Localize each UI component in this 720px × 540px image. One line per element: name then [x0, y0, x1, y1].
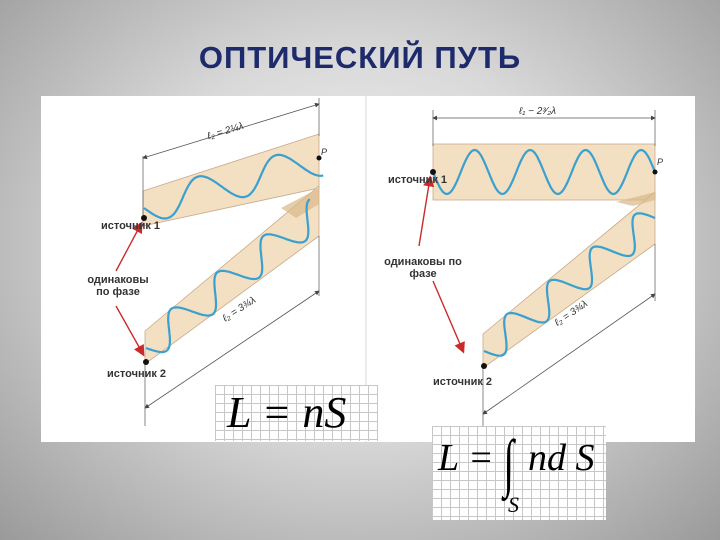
right-l2-dimension: [482, 293, 656, 415]
right-point-p: [652, 169, 658, 175]
formula-integral-sub: S: [508, 492, 519, 517]
right-source-1-label: источник 1: [388, 174, 448, 186]
right-in-phase-line2: фазе: [409, 268, 437, 280]
right-wave-1: [431, 148, 657, 196]
left-wave-1: [143, 153, 324, 220]
right-in-phase-line1: одинаковы по: [384, 256, 462, 268]
left-l2-dimension: [142, 102, 320, 160]
left-wave-2: [145, 198, 311, 354]
right-l1-label: ℓ₁ − 2³⁄₂λ: [519, 106, 557, 117]
right-arrow-down: [432, 280, 465, 354]
right-arrow-up: [418, 175, 435, 247]
left-l2b-dimension: [144, 290, 320, 409]
right-source-2-dot: [481, 363, 487, 369]
left-overlap: [281, 188, 319, 218]
left-source-2-dot: [143, 359, 149, 365]
left-in-phase-label: одинаковы по фазе: [83, 274, 153, 298]
left-source-1-dot: [141, 215, 147, 221]
formula-integral-rhs: nd S: [528, 437, 595, 479]
left-arrow-up: [115, 221, 143, 272]
left-point-label: P: [321, 147, 328, 157]
right-source-2-label: источник 2: [433, 376, 493, 388]
formula-integral-sign: ∫: [503, 427, 515, 498]
left-in-phase-line1: одинаковы: [87, 274, 149, 286]
formula-integral-lhs: L =: [438, 437, 494, 479]
right-in-phase-label: одинаковы по фазе: [375, 256, 471, 280]
right-point-label: P: [657, 157, 664, 167]
figure-panel: источник 1 одинаковы по фазе источник 2 …: [41, 96, 695, 442]
left-point-p: [316, 155, 322, 161]
left-source-2-label: источник 2: [107, 368, 167, 380]
optical-path-diagram: [115, 96, 658, 442]
left-arrow-down: [115, 305, 145, 357]
right-source-1-dot: [430, 169, 436, 175]
left-source-1-label: источник 1: [101, 220, 161, 232]
left-in-phase-line2: по фазе: [96, 286, 140, 298]
right-band-2: [482, 191, 656, 369]
formula-integral-box: L = ∫ nd S S: [432, 426, 606, 520]
right-wave-2: [483, 212, 656, 357]
formula-simple: L = nS: [227, 388, 347, 437]
slide-title: ОПТИЧЕСКИЙ ПУТЬ: [198, 40, 522, 75]
formula-simple-box: L = nS: [215, 385, 378, 441]
